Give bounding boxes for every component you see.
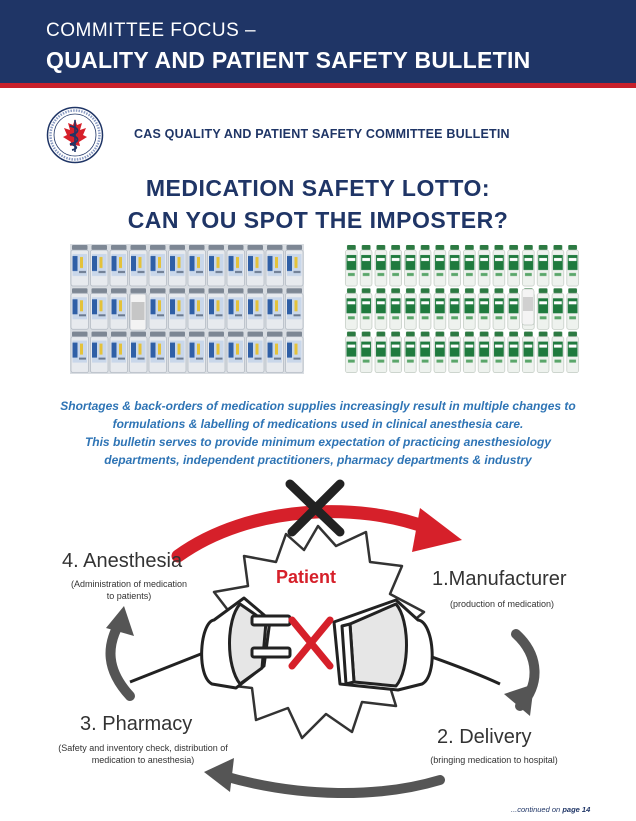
stage-delivery-desc: (bringing medication to hospital) xyxy=(408,754,580,766)
stage-anesthesia-desc-line-2: to patients) xyxy=(106,591,152,601)
stage-delivery-title: 2. Delivery xyxy=(437,726,532,748)
title-line-1: MEDICATION SAFETY LOTTO: xyxy=(145,175,491,201)
continued-prefix: ...continued on xyxy=(511,805,561,814)
stage-pharmacy-desc: (Safety and inventory check, distributio… xyxy=(34,742,252,766)
disconnect-x-mark xyxy=(288,616,334,670)
intro-line-4: departments, independent practitioners, … xyxy=(104,453,532,467)
intro-paragraph: Shortages & back-orders of medication su… xyxy=(20,397,616,469)
stage-manufacturer-desc: (production of medication) xyxy=(420,598,584,610)
patient-label: Patient xyxy=(276,567,337,587)
red-arrowhead xyxy=(412,508,462,552)
stage-anesthesia-title: 4. Anesthesia xyxy=(62,550,183,572)
header-section-label: COMMITTEE FOCUS – xyxy=(46,20,257,41)
page-title: MEDICATION SAFETY LOTTO: CAN YOU SPOT TH… xyxy=(0,172,636,236)
stage-pharmacy-desc-line-2: medication to anesthesia) xyxy=(91,755,195,765)
stage-pharmacy-desc-line-1: (Safety and inventory check, distributio… xyxy=(58,743,228,753)
red-top-arrow xyxy=(171,505,435,563)
title-line-2: CAN YOU SPOT THE IMPOSTER? xyxy=(127,207,509,233)
plug-connector-icon xyxy=(129,596,501,692)
intro-line-1: Shortages & back-orders of medication su… xyxy=(60,399,576,413)
supply-chain-diagram xyxy=(105,479,540,799)
page-header: COMMITTEE FOCUS – QUALITY AND PATIENT SA… xyxy=(0,0,636,83)
stage-manufacturer-title: 1.Manufacturer xyxy=(432,568,567,590)
intro-line-3: This bulletin serves to provide minimum … xyxy=(84,435,552,449)
stage-anesthesia-desc-line-1: (Administration of medication xyxy=(70,579,188,589)
stage-pharmacy-title: 3. Pharmacy xyxy=(80,713,193,735)
stage-delivery-desc-line: (bringing medication to hospital) xyxy=(430,755,558,765)
header-divider xyxy=(0,83,636,88)
green-vials-photo xyxy=(344,244,580,374)
bulletin-heading: CAS QUALITY AND PATIENT SAFETY COMMITTEE… xyxy=(134,127,510,141)
continued-page-link[interactable]: page 14 xyxy=(562,805,591,814)
continued-note: ...continued on page 14 xyxy=(511,805,590,814)
top-x-mark xyxy=(285,479,345,537)
intro-line-2: formulations & labelling of medications … xyxy=(112,417,524,431)
stage-anesthesia-desc: (Administration of medication to patient… xyxy=(54,578,204,602)
cas-logo-icon xyxy=(46,106,104,164)
arrow-delivery-to-pharmacy xyxy=(219,771,445,799)
blue-vials-photo xyxy=(70,244,304,374)
header-title: QUALITY AND PATIENT SAFETY BULLETIN xyxy=(46,47,531,73)
stage-manufacturer-desc-line: (production of medication) xyxy=(449,599,555,609)
